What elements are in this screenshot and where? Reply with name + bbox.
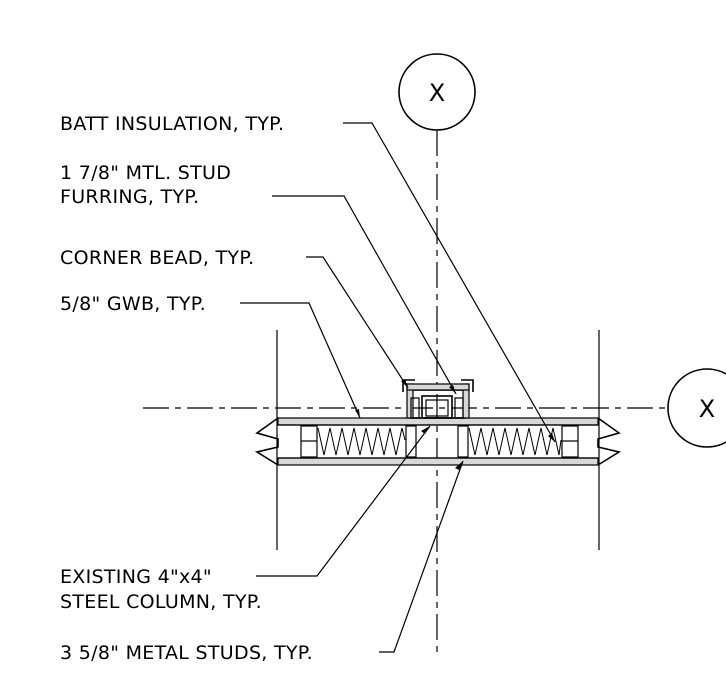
steel-column-enclosure xyxy=(402,379,474,419)
grid-bubble-horizontal-label: X xyxy=(699,395,715,423)
note-steel-column-line1: EXISTING 4"x4" xyxy=(60,566,212,588)
corner-bead-right xyxy=(461,379,474,392)
note-mtl-stud-line2: FURRING, TYP. xyxy=(60,186,200,208)
furring-stud-right xyxy=(454,397,464,419)
note-mtl-stud-line1: 1 7/8" MTL. STUD xyxy=(60,162,231,184)
grid-bubble-horizontal: X xyxy=(667,368,726,448)
metal-stud-mid-right xyxy=(457,425,469,458)
gwb-top-layer xyxy=(277,417,599,426)
furring-stud-left xyxy=(410,397,420,419)
break-line-right xyxy=(597,417,622,466)
leader-corner-bead xyxy=(306,256,409,389)
break-line-left xyxy=(254,417,279,466)
batt-insulation-left xyxy=(317,427,406,456)
wall-assembly xyxy=(254,379,622,466)
batt-insulation-right xyxy=(468,427,562,456)
grid-bubble-vertical-label: X xyxy=(429,79,445,107)
leader-lines xyxy=(240,122,556,653)
metal-stud-right xyxy=(561,425,579,458)
leader-steel-column xyxy=(256,425,431,577)
leader-gwb xyxy=(240,302,361,419)
note-corner-bead: CORNER BEAD, TYP. xyxy=(60,247,254,269)
leader-mtl-stud-furring xyxy=(272,195,457,395)
metal-stud-left xyxy=(300,425,318,458)
note-metal-studs: 3 5/8" METAL STUDS, TYP. xyxy=(60,642,313,664)
note-batt-insulation: BATT INSULATION, TYP. xyxy=(60,113,284,135)
leader-metal-studs xyxy=(379,460,464,653)
leader-batt-insulation xyxy=(343,122,556,443)
leader-arrowheads xyxy=(355,379,555,470)
gwb-column-top xyxy=(406,383,470,391)
note-steel-column-line2: STEEL COLUMN, TYP. xyxy=(60,591,262,613)
note-gwb: 5/8" GWB, TYP. xyxy=(60,293,206,315)
gwb-bottom-layer xyxy=(277,457,599,466)
steel-column xyxy=(421,395,453,419)
metal-stud-mid-left xyxy=(405,425,417,458)
grid-bubble-vertical: X xyxy=(398,53,476,131)
